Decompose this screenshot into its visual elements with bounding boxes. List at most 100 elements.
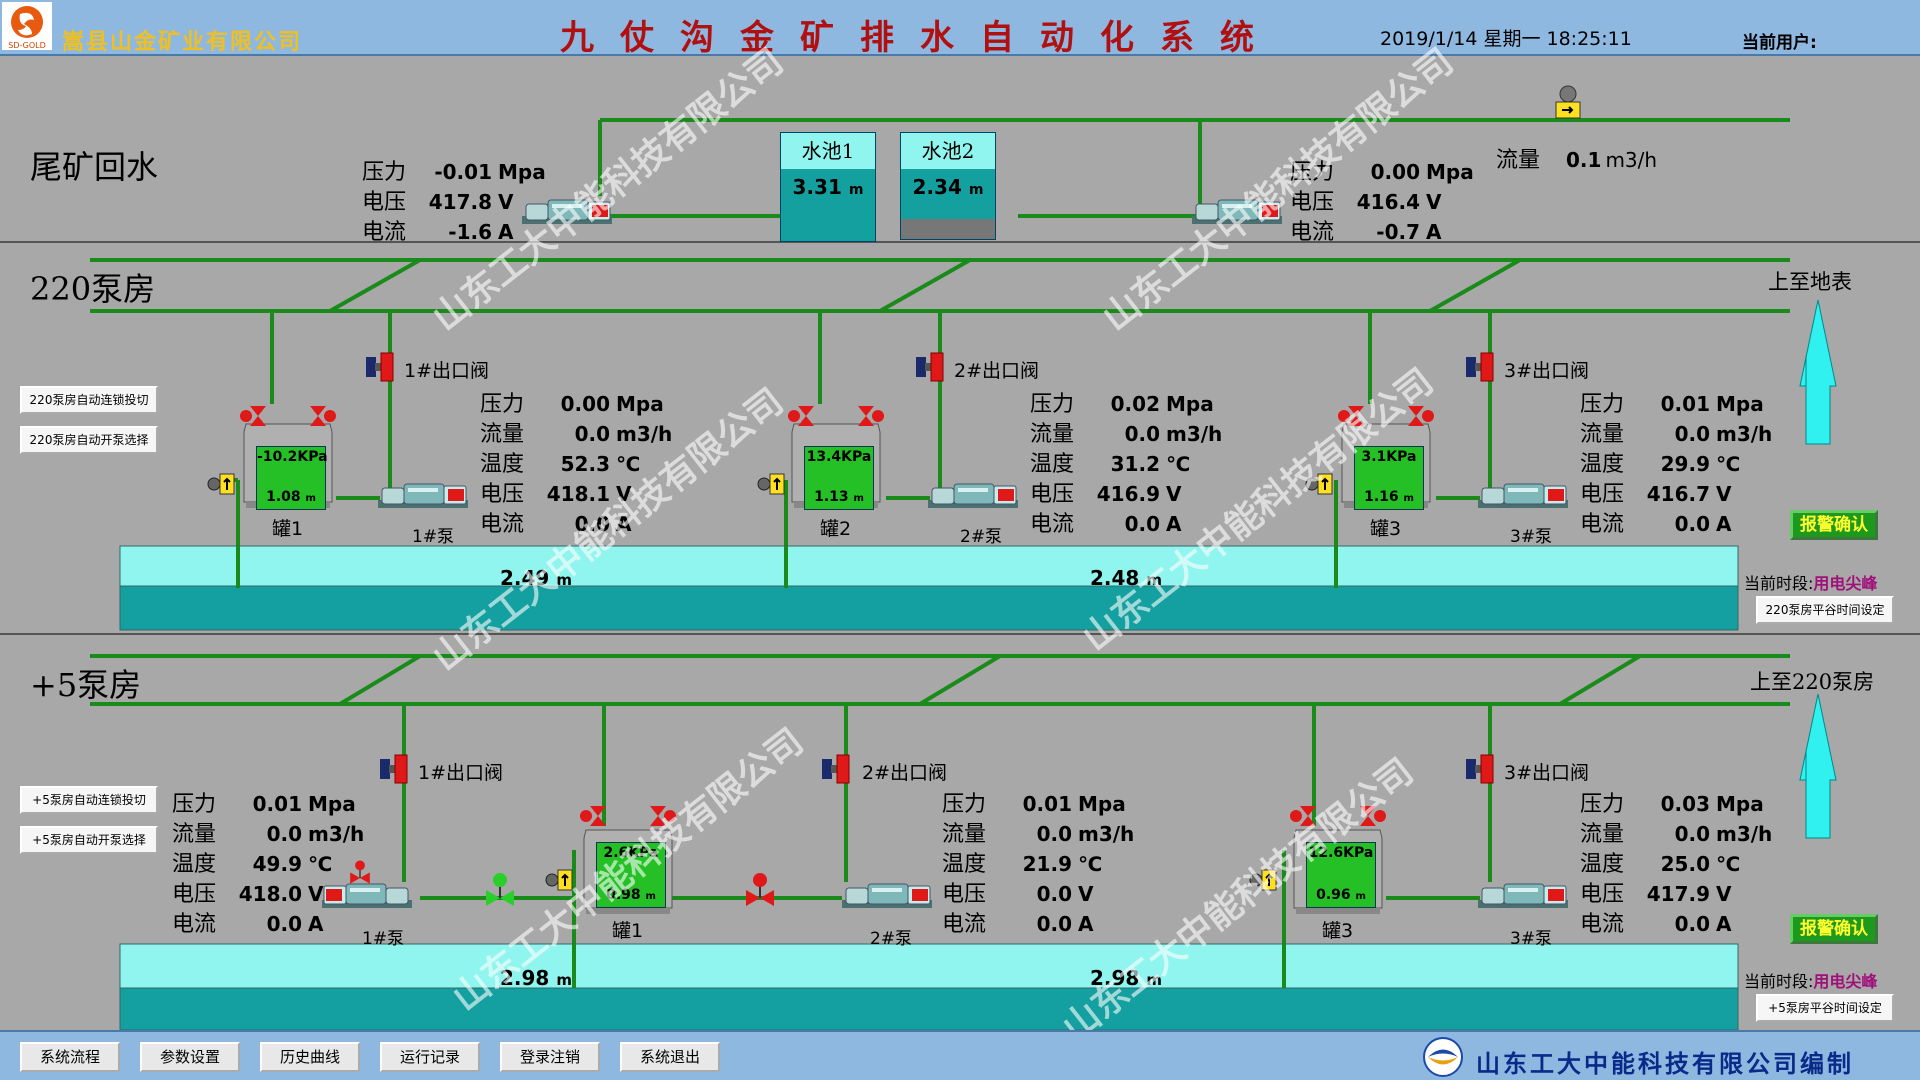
h5-period: 当前时段:用电尖峰 (1744, 972, 1878, 991)
maker-logo-icon (1423, 1037, 1463, 1077)
datetime: 2019/1/14 星期一 18:25:11 (1380, 28, 1632, 50)
h220-pump-select-button[interactable]: 220泵房自动开泵选择 (20, 426, 158, 454)
h220-title: 220泵房 (30, 270, 156, 308)
h220-pump-1-label: 1#泵 (412, 527, 455, 547)
h5-alarm-confirm-button[interactable]: 报警确认 (1790, 914, 1878, 944)
h220-sump-level-2: 2.48 m (1090, 566, 1162, 590)
login-logout-button[interactable]: 登录注销 (500, 1042, 600, 1072)
h220-timeset-button[interactable]: 220泵房平谷时间设定 (1756, 596, 1894, 624)
pool-2-name: 水池2 (901, 133, 995, 169)
h5-tank-3-label: 罐3 (1322, 920, 1354, 942)
tailings-pump-right (1191, 199, 1283, 225)
h220-tank-3-label: 罐3 (1370, 518, 1402, 540)
h220-valve-2-label: 2#出口阀 (954, 360, 1040, 382)
h220-valve-1-label: 1#出口阀 (404, 360, 490, 382)
h220-period: 当前时段:用电尖峰 (1744, 574, 1878, 593)
h220-tank-2-label: 罐2 (820, 518, 852, 540)
h220-interlock-button[interactable]: 220泵房自动连锁投切 (20, 386, 158, 414)
tailings-title: 尾矿回水 (30, 148, 159, 186)
pool-1-name: 水池1 (781, 133, 875, 169)
pool-2-level: 2.34 m (912, 175, 984, 199)
h5-interlock-button[interactable]: +5泵房自动连锁投切 (20, 786, 158, 814)
pool-2: 水池2 2.34 m (900, 132, 996, 240)
h5-timeset-button[interactable]: +5泵房平谷时间设定 (1756, 994, 1894, 1022)
h5-pump-3-label: 3#泵 (1510, 929, 1553, 949)
footer-bar: 系统流程 参数设置 历史曲线 运行记录 登录注销 系统退出 山东工大中能科技有限… (0, 1030, 1920, 1080)
h5-pump-2-label: 2#泵 (870, 929, 913, 949)
parameter-settings-button[interactable]: 参数设置 (140, 1042, 240, 1072)
svg-text:SD-GOLD: SD-GOLD (8, 41, 46, 50)
sd-gold-logo: SD-GOLD (2, 2, 52, 50)
h220-valve-3-label: 3#出口阀 (1504, 360, 1590, 382)
h5-pump-1-label: 1#泵 (362, 929, 405, 949)
h220-tank-1-label: 罐1 (272, 518, 304, 540)
h5-title: +5泵房 (30, 666, 142, 704)
company-name: 嵩县山金矿业有限公司 (62, 30, 303, 55)
header-bar: SD-GOLD 嵩县山金矿业有限公司 九仗沟金矿排水自动化系统 2019/1/1… (0, 0, 1920, 58)
h220-alarm-confirm-button[interactable]: 报警确认 (1790, 510, 1878, 540)
pool-1-level: 3.31 m (792, 175, 864, 199)
h5-pump-select-button[interactable]: +5泵房自动开泵选择 (20, 826, 158, 854)
pool-1: 水池1 3.31 m (780, 132, 876, 242)
h5-valve-3-label: 3#出口阀 (1504, 762, 1590, 784)
h5-valve-1-label: 1#出口阀 (418, 762, 504, 784)
h220-pump-2-label: 2#泵 (960, 527, 1003, 547)
h5-tank-1-label: 罐1 (612, 920, 644, 942)
system-title: 九仗沟金矿排水自动化系统 (560, 18, 1280, 58)
process-diagram (0, 85, 1920, 1030)
h5-sump-level-2: 2.98 m (1090, 966, 1162, 990)
history-curve-button[interactable]: 历史曲线 (260, 1042, 360, 1072)
maker-credit: 山东工大中能科技有限公司编制 (1476, 1049, 1854, 1078)
h5-sump-level-1: 2.98 m (500, 966, 572, 990)
tailings-pump-left (521, 199, 613, 225)
h220-pump-3-label: 3#泵 (1510, 527, 1553, 547)
h220-up-label: 上至地表 (1768, 270, 1852, 294)
system-exit-button[interactable]: 系统退出 (620, 1042, 720, 1072)
h5-up-label: 上至220泵房 (1750, 670, 1875, 694)
current-user-label: 当前用户: (1742, 33, 1817, 53)
system-flow-button[interactable]: 系统流程 (20, 1042, 120, 1072)
run-records-button[interactable]: 运行记录 (380, 1042, 480, 1072)
h5-valve-2-label: 2#出口阀 (862, 762, 948, 784)
